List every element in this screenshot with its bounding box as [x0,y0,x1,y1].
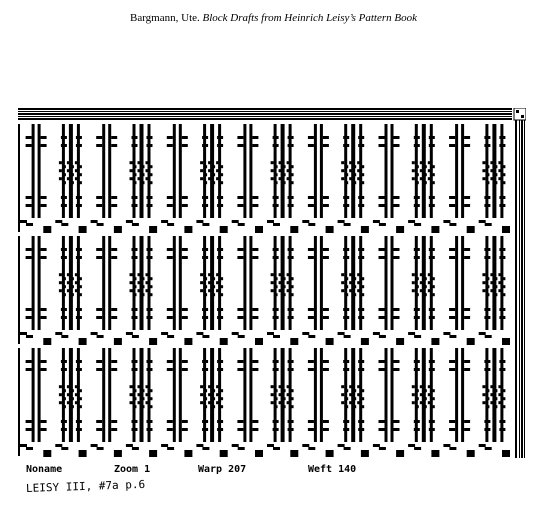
drawdown-grid [18,124,510,457]
status-bar: Noname Zoom 1 Warp 207 Weft 140 [18,462,526,478]
threading-strip [18,108,512,120]
tie-up-box [513,108,526,121]
warp-count-label: Warp 207 [198,464,247,475]
treadling-strip [515,108,525,458]
citation-title: Block Drafts from Heinrich Leisy’s Patte… [202,12,417,24]
weave-draft-window[interactable] [18,108,526,458]
handwritten-note: LEISY III, #7a p.6 [25,477,146,495]
draft-name-label: Noname [26,464,63,475]
citation-author: Bargmann, Ute. [130,12,203,24]
citation-caption: Bargmann, Ute. Block Drafts from Heinric… [0,12,547,24]
zoom-label: Zoom 1 [114,464,151,475]
weft-count-label: Weft 140 [308,464,357,475]
